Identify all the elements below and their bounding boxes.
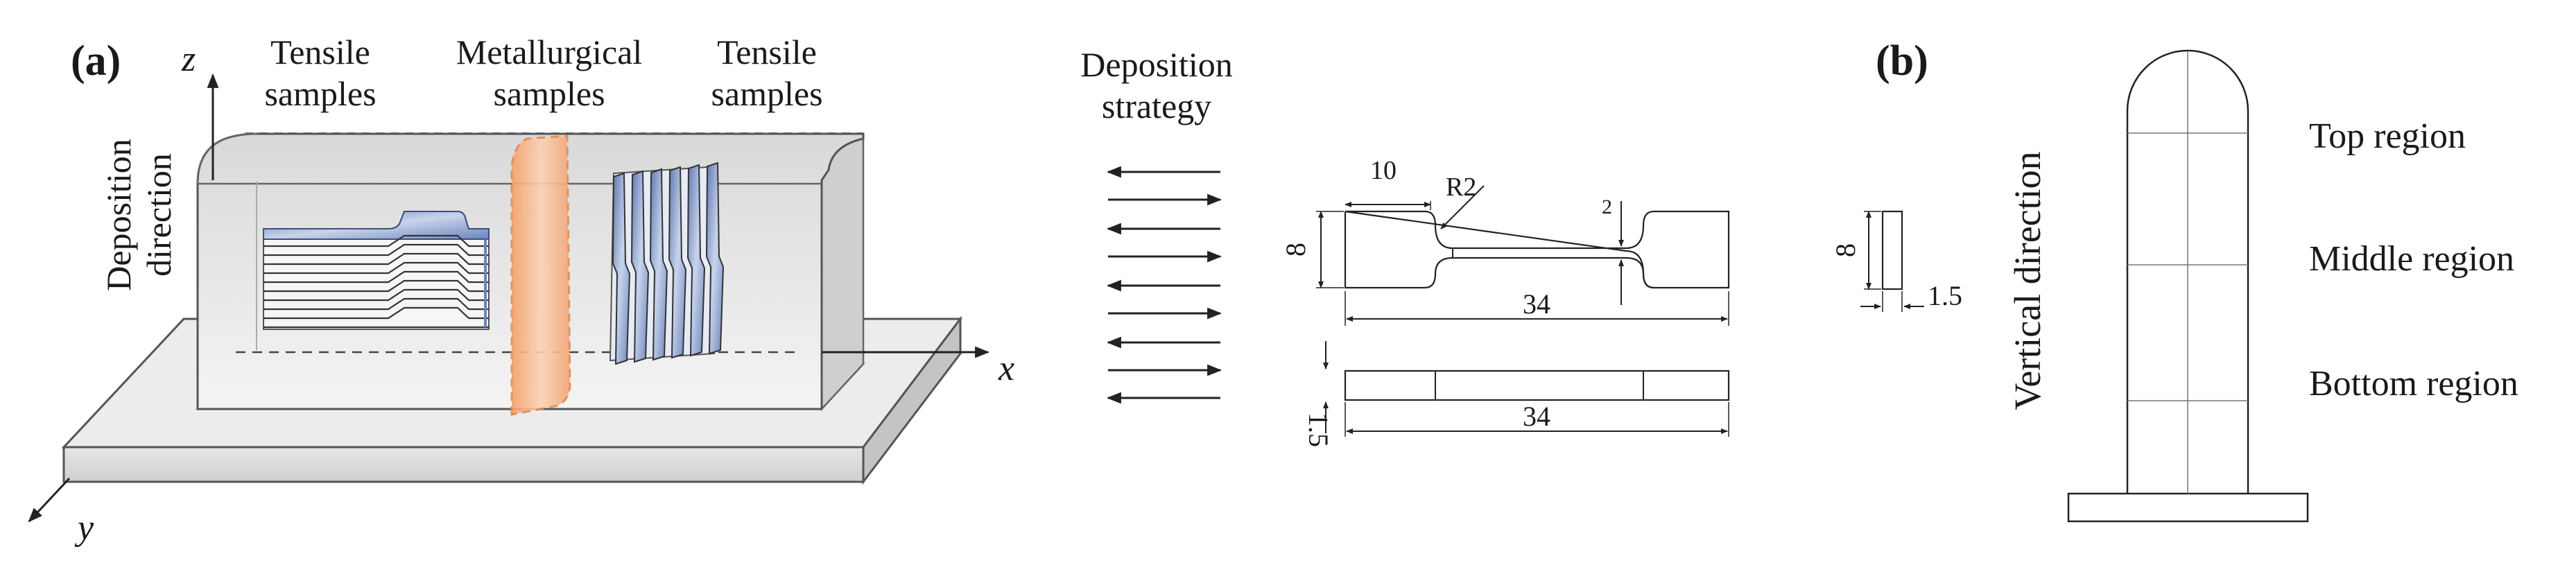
side-height-dim: 8 [1830, 243, 1861, 257]
dim-side-total-length: 34 [1523, 401, 1550, 432]
panel-b-label: (b) [1876, 37, 1928, 85]
panel-a-label: (a) [71, 37, 121, 85]
metallurgical-cross-section [1881, 210, 1903, 290]
metallurgical-sample [510, 134, 571, 416]
tensile-left-line2: samples [264, 74, 376, 113]
deposition-strategy-line1: Deposition [1080, 45, 1232, 84]
sample-labels: Tensile samples Metallurgical samples Te… [264, 33, 822, 113]
vertical-direction-label: Vertical direction [2007, 151, 2048, 410]
dim-fillet: R2 [1446, 173, 1476, 202]
metallurgical-line1: Metallurgical [456, 33, 642, 71]
tensile-samples-right [609, 162, 725, 365]
region-bottom: Bottom region [2309, 364, 2518, 403]
tensile-right-line2: samples [711, 74, 822, 113]
deposition-direction-line2: direction [139, 153, 178, 277]
axes-arrows: z x y [28, 40, 1014, 548]
panel-b: (b) 8 1.5 Vertical direction Top region … [1830, 37, 2518, 523]
dim-total-length: 34 [1523, 288, 1550, 320]
side-width-dim: 1.5 [1928, 280, 1962, 311]
panel-a-schematic: (a) [28, 33, 1014, 548]
dim-gauge-width: 2 [1602, 195, 1612, 218]
deposition-direction-line1: Deposition [99, 139, 138, 290]
y-axis-label: y [74, 508, 94, 548]
deposition-strategy: Deposition strategy [1080, 45, 1233, 404]
dogbone-side-view [1344, 370, 1730, 401]
deposition-direction-label: Deposition direction [99, 139, 178, 290]
tensile-specimen-drawing: 10 R2 2 8 34 1.5 34 [1280, 156, 1730, 447]
tensile-left-line1: Tensile [270, 33, 370, 71]
dogbone-outline [1345, 210, 1730, 289]
dim-grip-length: 10 [1370, 156, 1397, 185]
dim-grip-width: 8 [1280, 243, 1311, 257]
dim-thickness: 1.5 [1303, 412, 1334, 447]
z-axis-label: z [181, 40, 196, 79]
region-top: Top region [2309, 116, 2466, 156]
x-axis-label: x [998, 349, 1014, 388]
tensile-samples-left [263, 211, 490, 330]
metallurgical-line2: samples [493, 74, 605, 113]
region-middle: Middle region [2309, 239, 2514, 279]
tensile-right-line1: Tensile [717, 33, 817, 71]
deposition-strategy-line2: strategy [1102, 87, 1211, 125]
wall-profile [2067, 49, 2309, 523]
